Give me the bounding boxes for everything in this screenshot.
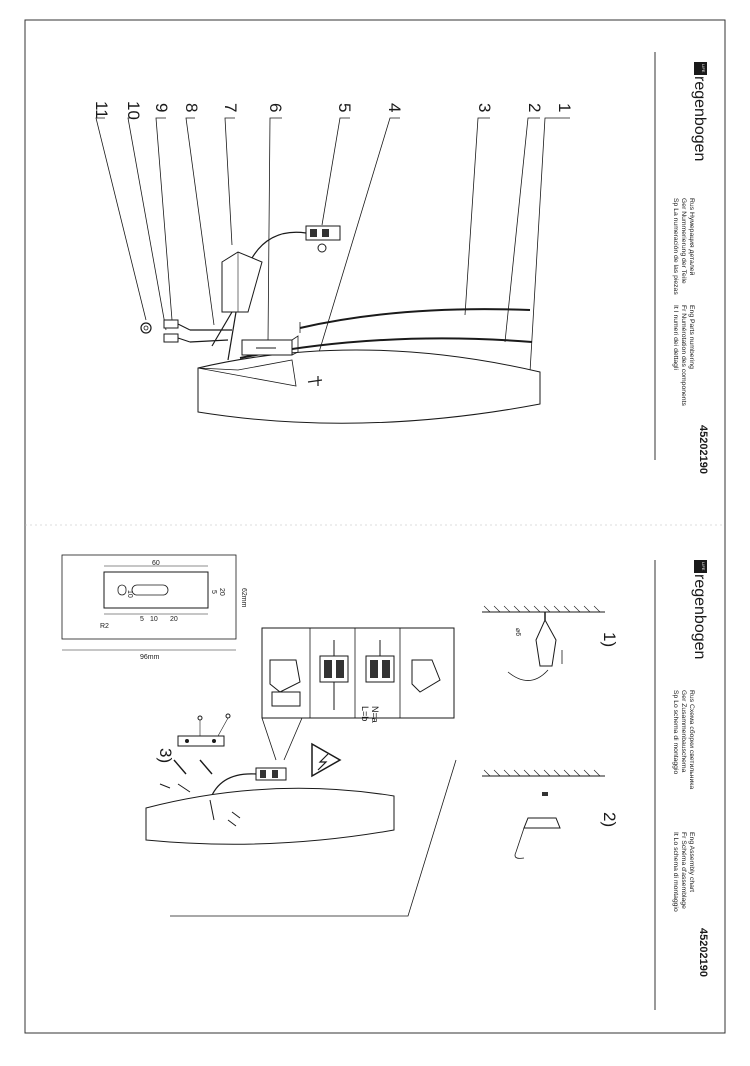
cable-sleeve-icon-b <box>269 659 301 693</box>
brand-logo: LIFE regenbogen <box>691 62 708 161</box>
bracket-icon <box>177 735 225 747</box>
bracket-width-label: 60 <box>152 560 160 567</box>
ceiling-hatch <box>483 605 601 613</box>
terminal-icon-a <box>319 640 349 710</box>
part-number-6: 6 <box>266 103 285 112</box>
cable-sleeve-icon-a <box>411 659 441 693</box>
part-number-labels: 1 2 3 4 5 6 7 8 9 10 11 <box>92 101 574 120</box>
part-number-5: 5 <box>335 103 354 112</box>
dim-label-0: 20 <box>218 588 225 596</box>
wire-connectors-part-9-10 <box>163 319 191 343</box>
screw-icon <box>173 759 213 775</box>
part-number-7: 7 <box>221 103 240 112</box>
terminal-icon-b <box>365 640 395 683</box>
svg-text:LIFE: LIFE <box>701 64 706 73</box>
electric-hazard-icon <box>311 742 342 778</box>
step-2-label: 2) <box>600 812 619 827</box>
svg-text:45202190: 45202190 <box>697 928 709 977</box>
driver-cable <box>251 231 307 259</box>
parts-article-code: 45202190 <box>697 425 709 474</box>
diffuser-strip-3 <box>299 308 531 329</box>
dowel-icon <box>542 792 548 796</box>
assembly-brand-logo: LIFE regenbogen <box>691 560 708 659</box>
svg-text:Eng Assembly chart: Eng Assembly chart <box>688 832 695 892</box>
screw-part-4 <box>307 376 323 386</box>
part-number-10: 10 <box>124 101 143 120</box>
svg-text:Sp La numeración de las pieza: Sp La numeración de las piezas <box>672 198 679 295</box>
drill-size-label: ⌀6 <box>514 628 521 636</box>
svg-text:Fr Numérotation des component: Fr Numérotation des components <box>680 305 687 406</box>
detail-pointer-b <box>261 717 277 761</box>
step-2-dowel: 2) <box>482 769 619 859</box>
bracket-slot-long <box>131 584 169 596</box>
dim-label-2: 10 <box>126 590 133 598</box>
parts-sheet: LIFE regenbogen Rus Нумерация деталей Ge… <box>92 52 709 474</box>
svg-text:Ger Zusammenbauschema: Ger Zusammenbauschema <box>680 690 687 773</box>
assembly-lamp-shade <box>145 787 395 845</box>
svg-text:45202190: 45202190 <box>697 425 709 474</box>
terminal-block-part-5 <box>305 225 341 253</box>
assembly-article-code: 45202190 <box>697 928 709 977</box>
part-number-8: 8 <box>182 103 201 112</box>
wiring-detail: N=a L=b <box>261 627 455 723</box>
svg-text:It I numeri dei dettagli: It I numeri dei dettagli <box>672 305 679 370</box>
assembly-language-left: Rus Схема сборки светильника Ger Zusamme… <box>672 690 696 789</box>
part-number-1: 1 <box>555 103 574 112</box>
svg-text:Eng Parts numbering: Eng Parts numbering <box>688 305 695 369</box>
drill-icon <box>535 618 557 667</box>
step-1-drilling: 1) ⌀6 <box>482 605 619 681</box>
step-5-mount-shade: 5) <box>145 787 395 845</box>
n-equals-a-label: N=a <box>370 706 380 723</box>
wall-outline <box>170 759 457 917</box>
lamp-inner-edge <box>197 359 297 387</box>
svg-text:Rus Нумерация деталей: Rus Нумерация деталей <box>688 198 696 276</box>
svg-text:It Lo schema di montaggio: It Lo schema di montaggio <box>672 832 679 912</box>
assembly-language-right: Eng Assembly chart Fr Schéma d'assemblag… <box>672 832 695 912</box>
svg-text:LIFE: LIFE <box>701 562 706 571</box>
page-border <box>24 19 726 1034</box>
parts-language-right: Eng Parts numbering Fr Numérotation des … <box>672 305 695 406</box>
part-number-2: 2 <box>525 103 544 112</box>
hammer-icon <box>523 817 561 829</box>
wire-leads-part-8 <box>189 311 237 361</box>
step-3-label: 3) <box>156 748 175 763</box>
part-number-9: 9 <box>152 103 171 112</box>
screwdriver-icon <box>159 783 191 793</box>
part-number-4: 4 <box>385 103 404 112</box>
svg-text:Rus Схема сборки светильника: Rus Схема сборки светильника <box>688 690 696 789</box>
nut-part-11 <box>140 322 152 334</box>
svg-text:Sp Lo schema di montaggio: Sp Lo schema di montaggio <box>672 690 679 774</box>
lamp-shade <box>197 349 541 424</box>
part-number-11: 11 <box>92 101 111 119</box>
leader-lines <box>95 117 570 383</box>
svg-text:Ger Nummerierung der Teile: Ger Nummerierung der Teile <box>680 198 687 284</box>
l-equals-b-label: L=b <box>360 706 370 721</box>
dim-label-radius: R2 <box>100 623 109 630</box>
svg-text:Fr Schéma d'assemblage: Fr Schéma d'assemblage <box>680 832 687 909</box>
bracket-slot-short <box>117 584 127 596</box>
svg-text:regenbogen: regenbogen <box>691 76 708 161</box>
step-1-label: 1) <box>600 632 619 647</box>
parts-language-left: Rus Нумерация деталей Ger Nummerierung d… <box>672 198 696 295</box>
step-3-bracket: 3) <box>156 713 231 793</box>
shade-screw-icon <box>227 811 241 827</box>
mounting-bracket-part-6 <box>241 335 299 356</box>
assembly-sheet: LIFE regenbogen Rus Схема сборки светиль… <box>61 554 709 1010</box>
driver-box-part-7 <box>221 251 263 313</box>
hand-icon <box>507 669 549 681</box>
dim-label-4: 5 <box>140 616 144 623</box>
part-number-3: 3 <box>475 103 494 112</box>
ceiling-hatch-2 <box>483 769 601 777</box>
bracket-overall-label: 96mm <box>140 654 160 661</box>
dim-label-5: 20 <box>170 616 178 623</box>
svg-text:regenbogen: regenbogen <box>691 574 708 659</box>
bracket-dimension-drawing: 60 96mm 62mm 20 5 10 10 5 20 R2 <box>61 554 247 661</box>
dim-label-3: 10 <box>150 616 158 623</box>
detail-pointer-a <box>283 717 303 761</box>
dim-label-1: 5 <box>210 590 217 594</box>
bracket-height-label: 62mm <box>240 588 247 608</box>
